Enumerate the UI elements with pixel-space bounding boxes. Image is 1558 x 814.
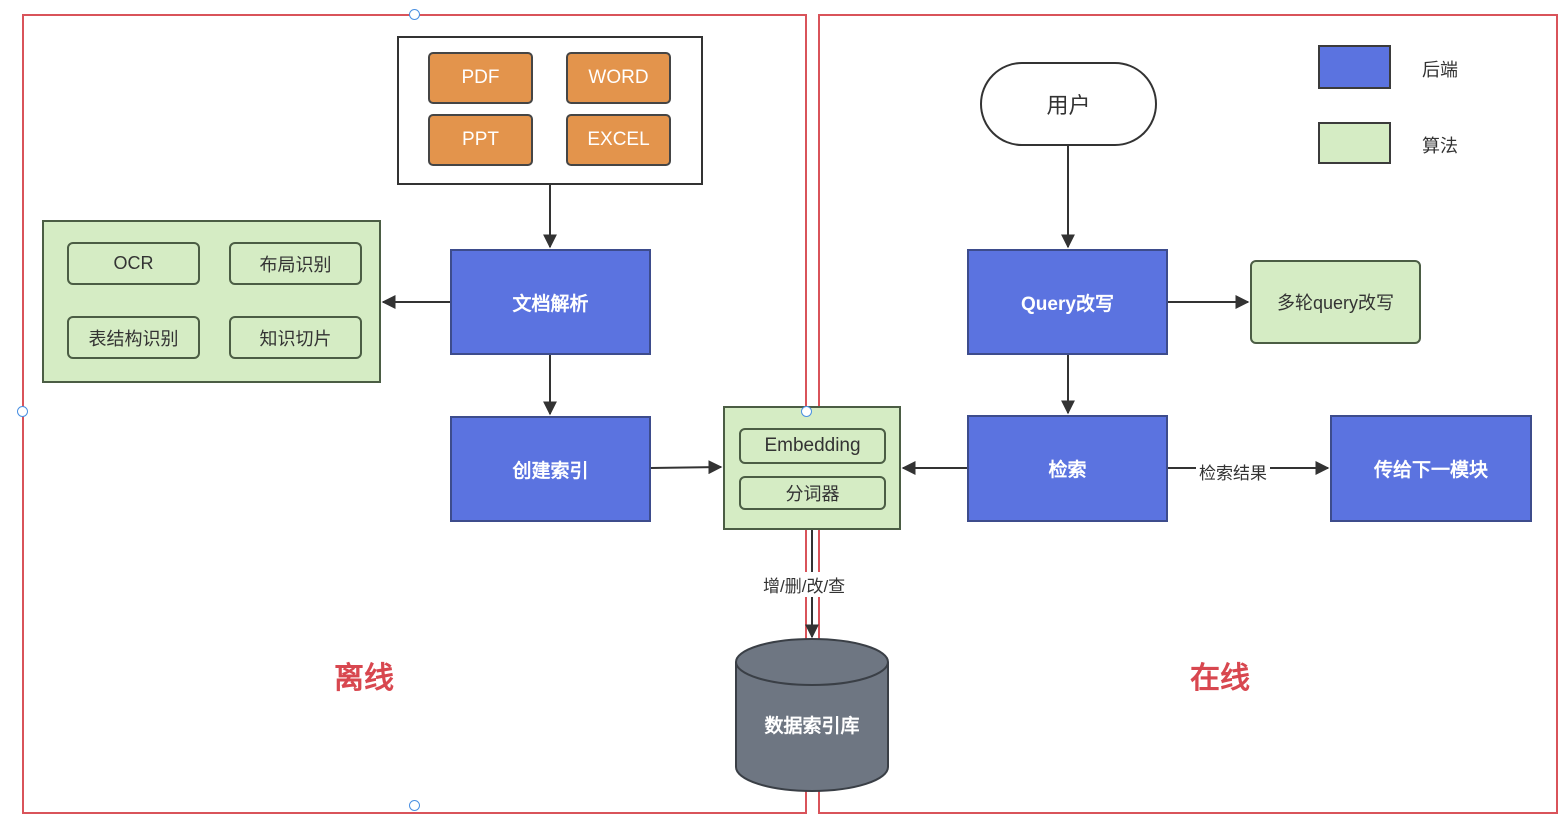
crud-edge-label: 增/删/改/查 <box>760 572 849 597</box>
legend-algorithm-swatch <box>1318 122 1391 164</box>
multi-turn-rewrite-node: 多轮query改写 <box>1250 260 1421 344</box>
next-module-node: 传给下一模块 <box>1330 415 1532 522</box>
layout-recognition-node: 布局识别 <box>229 242 362 285</box>
legend-backend-label: 后端 <box>1422 60 1458 80</box>
arrow-index-to-embedding <box>650 460 723 475</box>
selection-handle-top[interactable] <box>409 9 420 20</box>
embedding-node: Embedding <box>739 428 886 464</box>
knowledge-chunking-node: 知识切片 <box>229 316 362 359</box>
build-index-node: 创建索引 <box>450 416 651 522</box>
query-rewrite-node: Query改写 <box>967 249 1168 355</box>
file-type-ppt: PPT <box>428 114 533 166</box>
retrieval-node: 检索 <box>967 415 1168 522</box>
file-type-word: WORD <box>566 52 671 104</box>
file-type-pdf: PDF <box>428 52 533 104</box>
offline-region-title: 离线 <box>334 662 394 695</box>
file-type-excel: EXCEL <box>566 114 671 166</box>
legend-backend-swatch <box>1318 45 1391 89</box>
table-structure-node: 表结构识别 <box>67 316 200 359</box>
database-label: 数据索引库 <box>764 715 860 737</box>
ocr-node: OCR <box>67 242 200 285</box>
doc-parse-node: 文档解析 <box>450 249 651 355</box>
selection-handle-right[interactable] <box>801 406 812 417</box>
retrieval-result-edge-label: 检索结果 <box>1196 459 1270 484</box>
embedding-group <box>723 406 901 530</box>
selection-handle-bottom[interactable] <box>409 800 420 811</box>
online-region-title: 在线 <box>1190 662 1250 695</box>
database-cylinder <box>735 638 889 792</box>
tokenizer-node: 分词器 <box>739 476 886 510</box>
selection-handle-left[interactable] <box>17 406 28 417</box>
legend-algorithm-label: 算法 <box>1422 136 1458 156</box>
user-node: 用户 <box>980 62 1157 146</box>
